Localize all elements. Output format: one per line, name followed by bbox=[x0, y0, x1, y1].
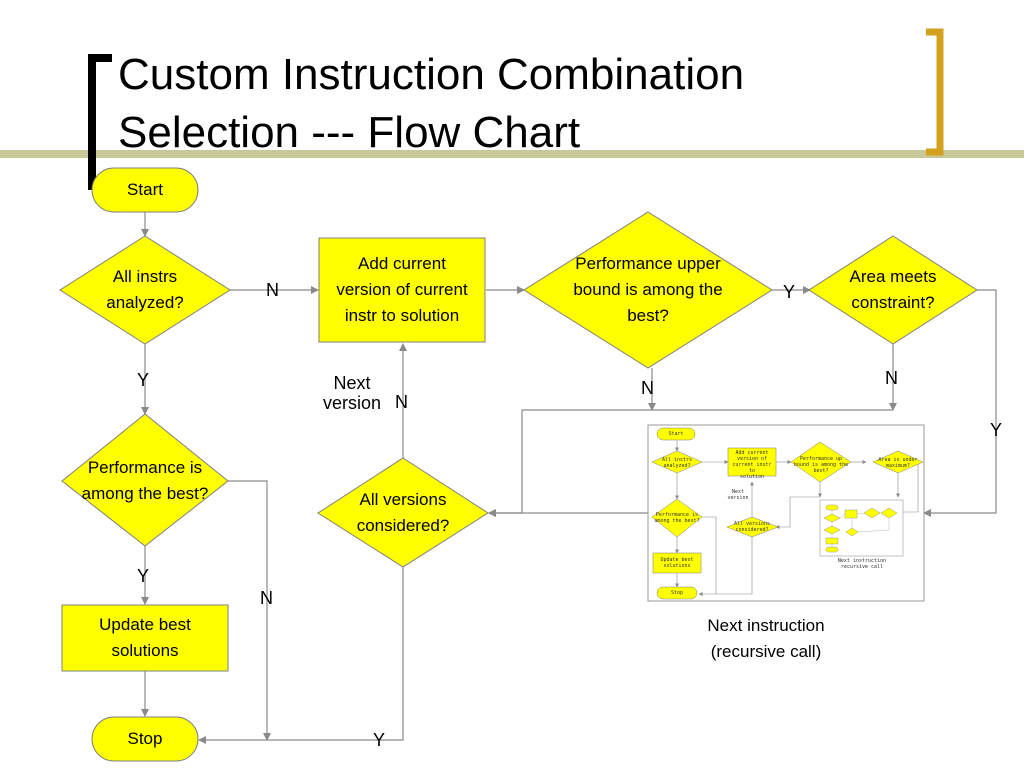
slide-title-line-1: Custom Instruction Combination bbox=[118, 50, 745, 99]
all-instrs-decision bbox=[59, 235, 231, 345]
mini-perf-upper-label: Performance up bound is among the best? bbox=[793, 456, 849, 474]
mini-update-best-label: Update best solutions bbox=[660, 557, 694, 569]
edge-label-y-perf-upper: Y bbox=[783, 282, 796, 302]
recursive-call-thumbnail bbox=[647, 424, 925, 602]
start-label: Start bbox=[127, 180, 163, 199]
perf-best-decision bbox=[61, 413, 229, 547]
mini-area-label: Area is under maximum? bbox=[878, 457, 918, 469]
mini-all-versions-label: All versions considered? bbox=[733, 521, 771, 533]
add-current-node bbox=[318, 237, 486, 343]
mini-perf-best-label: Performance is among the best? bbox=[654, 512, 700, 524]
mini-start-label: Start bbox=[668, 431, 684, 437]
edge-label-n-all-instrs: N bbox=[266, 280, 279, 300]
edge-label-n-all-versions: N bbox=[395, 392, 408, 412]
edge-label-y-perf-best: Y bbox=[137, 566, 150, 586]
perf-best-label: Performance is among the best? bbox=[81, 458, 209, 503]
start-node bbox=[91, 167, 199, 213]
recursive-call-caption: Next instruction (recursive call) bbox=[707, 616, 825, 661]
mini-add-current-label: Add current version of current instr to … bbox=[732, 450, 772, 480]
edge-label-n-area: N bbox=[885, 368, 898, 388]
edge-label-next-version: Next version bbox=[322, 373, 382, 413]
all-versions-decision bbox=[317, 457, 489, 568]
update-best-label: Update best solutions bbox=[99, 615, 191, 660]
all-versions-label: All versions considered? bbox=[356, 490, 450, 535]
edge-label-n-perf-best: N bbox=[260, 588, 273, 608]
edge-allversions-y bbox=[198, 567, 404, 744]
edge-area-y bbox=[923, 289, 997, 517]
edge-perfbest-n bbox=[228, 480, 271, 741]
mini-caption-label: Next instruction recursive call bbox=[837, 558, 887, 570]
slide-title-line-2: Selection --- Flow Chart bbox=[118, 108, 581, 157]
perf-upper-label: Performance upper bound is among the bes… bbox=[573, 254, 723, 325]
edge-label-y-all-instrs: Y bbox=[137, 370, 150, 390]
area-decision bbox=[808, 235, 978, 345]
mini-next-version-label: Next version bbox=[727, 489, 749, 501]
perf-upper-decision bbox=[523, 211, 773, 369]
area-label: Area meets constraint? bbox=[849, 267, 937, 312]
left-bracket bbox=[88, 54, 112, 190]
mini-stop-label: Stop bbox=[670, 590, 684, 596]
header-band bbox=[0, 150, 1024, 158]
edge-label-n-perf-upper: N bbox=[641, 378, 654, 398]
stop-node bbox=[91, 716, 199, 762]
right-bracket bbox=[926, 28, 944, 156]
all-instrs-label: All instrs analyzed? bbox=[106, 267, 184, 312]
add-current-label: Add current version of current instr to … bbox=[336, 254, 468, 325]
stop-label: Stop bbox=[127, 729, 163, 748]
update-best-node bbox=[61, 604, 229, 672]
edge-label-y-area: Y bbox=[990, 420, 1003, 440]
mini-all-instrs-label: All instrs analyzed? bbox=[661, 457, 693, 469]
edge-label-y-all-versions: Y bbox=[373, 730, 386, 750]
